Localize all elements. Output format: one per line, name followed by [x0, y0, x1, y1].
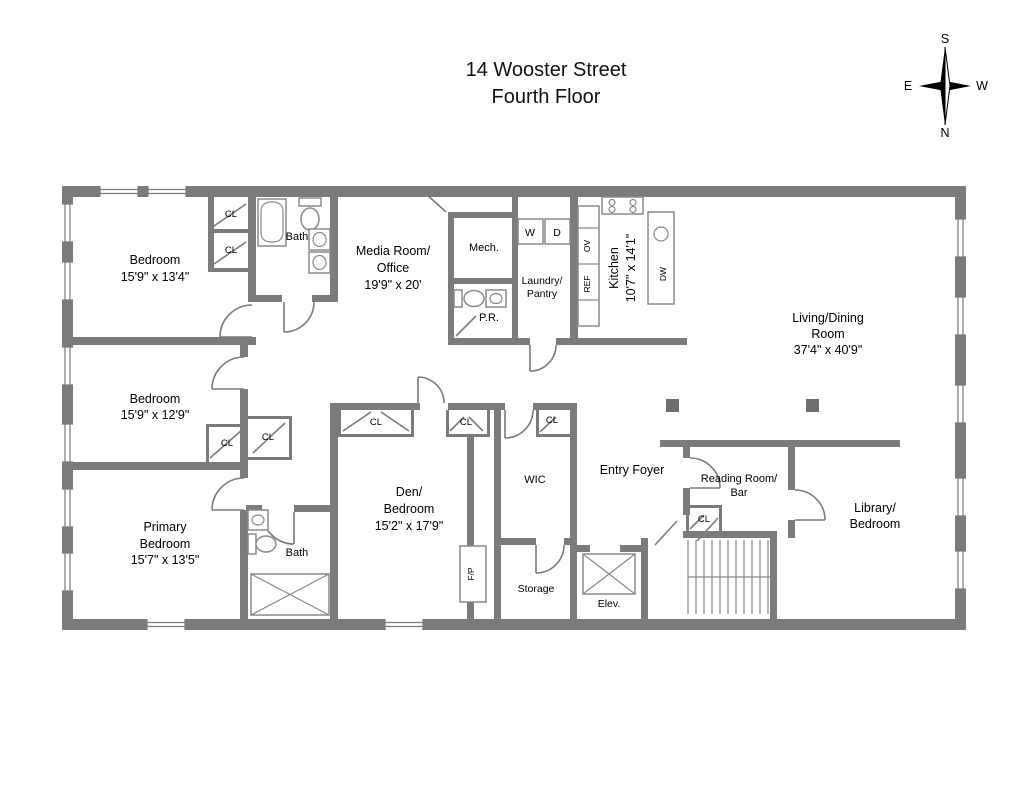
fixtures	[247, 196, 675, 616]
label-media-room-2: Office	[377, 261, 409, 275]
shower	[250, 573, 330, 616]
label-closet: CL	[370, 417, 382, 428]
label-dryer: D	[553, 227, 561, 239]
room-labels: Bedroom 15'9" x 13'4" Bedroom 15'9" x 12…	[121, 209, 901, 610]
label-living-dining-dims: 37'4" x 40'9"	[794, 343, 863, 357]
label-laundry-2: Pantry	[527, 288, 558, 300]
label-closet: CL	[225, 245, 237, 256]
page-title-line2: Fourth Floor	[492, 86, 601, 108]
label-oven: OV	[582, 240, 592, 253]
label-closet: CL	[698, 514, 710, 525]
toilet	[247, 533, 277, 555]
label-closet: CL	[221, 438, 233, 449]
label-closet: CL	[225, 209, 237, 220]
label-kitchen-name: Kitchen	[607, 247, 621, 289]
refrigerator-counter	[577, 205, 600, 327]
compass-rose: S N E W	[904, 32, 988, 140]
label-living-dining-2: Room	[811, 327, 844, 341]
windows	[62, 186, 966, 630]
label-fireplace: F/P	[466, 567, 476, 581]
washer-box	[517, 218, 544, 245]
compass-ns-arm-dark	[940, 47, 945, 125]
closet-outlines	[206, 406, 722, 531]
compass-east-label: E	[904, 79, 912, 93]
label-reading-room-1: Reading Room/	[701, 473, 778, 485]
label-mech: Mech.	[469, 242, 499, 254]
fireplace	[459, 545, 487, 603]
label-bath-top: Bath	[286, 231, 309, 243]
stove	[601, 196, 644, 215]
label-library-2: Bedroom	[850, 517, 901, 531]
label-laundry-1: Laundry/	[522, 275, 563, 287]
label-library-1: Library/	[854, 501, 896, 515]
label-bedroom-1-dims: 15'9" x 13'4"	[121, 270, 190, 284]
label-bedroom-2-name: Bedroom	[130, 392, 181, 406]
column	[666, 399, 679, 412]
label-living-dining-1: Living/Dining	[792, 311, 864, 325]
page-title-line1: 14 Wooster Street	[466, 59, 627, 81]
compass-south-label: S	[941, 32, 949, 46]
label-den-1: Den/	[396, 485, 423, 499]
label-wic: WIC	[524, 474, 545, 486]
column	[806, 399, 819, 412]
sink	[308, 228, 331, 274]
label-den-2: Bedroom	[384, 502, 435, 516]
label-primary-bedroom-dims: 15'7" x 13'5"	[131, 553, 200, 567]
elevator-cab	[582, 553, 636, 595]
label-closet: CL	[460, 417, 472, 428]
label-washer: W	[525, 227, 535, 239]
label-powder-room: P.R.	[479, 312, 499, 324]
label-storage: Storage	[518, 583, 555, 595]
label-media-room-1: Media Room/	[356, 244, 431, 258]
label-bath-bottom: Bath	[286, 547, 309, 559]
label-dishwasher: DW	[658, 267, 668, 281]
stair-treads	[687, 540, 770, 614]
label-kitchen-dims: 10'7" x 14'1"	[624, 234, 638, 303]
toilet	[453, 289, 485, 308]
label-closet: CL	[262, 432, 274, 443]
sink	[485, 289, 507, 308]
label-media-room-dims: 19'9" x 20'	[364, 278, 421, 292]
label-primary-bedroom-1: Primary	[143, 520, 187, 534]
label-elevator: Elev.	[598, 598, 621, 610]
label-primary-bedroom-2: Bedroom	[140, 537, 191, 551]
label-closet: CL	[546, 415, 558, 426]
toilet	[298, 197, 322, 231]
columns	[666, 399, 819, 412]
compass-ns-arm-light	[944, 46, 951, 126]
sink	[247, 509, 269, 531]
label-refrigerator: REF	[582, 276, 592, 293]
bathtub	[257, 198, 287, 247]
compass-west-label: W	[976, 79, 988, 93]
compass-north-label: N	[940, 126, 949, 140]
label-entry-foyer: Entry Foyer	[600, 463, 665, 477]
label-den-dims: 15'2" x 17'9"	[375, 519, 444, 533]
label-reading-room-2: Bar	[730, 487, 747, 499]
kitchen-island	[647, 211, 675, 305]
label-bedroom-2-dims: 15'9" x 12'9"	[121, 408, 190, 422]
label-bedroom-1-name: Bedroom	[130, 253, 181, 267]
doors	[209, 191, 826, 574]
dryer-box	[544, 218, 571, 245]
